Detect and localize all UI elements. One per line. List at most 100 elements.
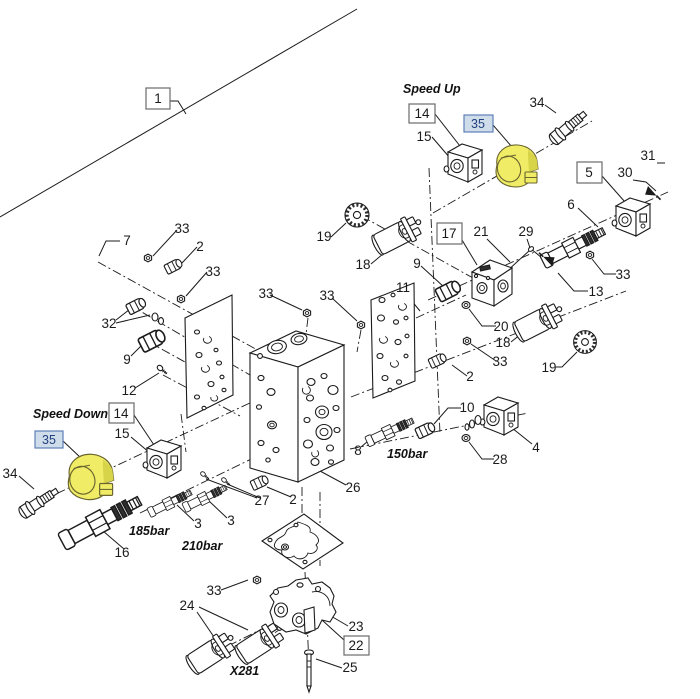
- part-label-33-d: 33: [319, 288, 334, 303]
- part-label-13: 13: [588, 284, 603, 299]
- callout-box-14-a: 14: [408, 103, 436, 124]
- part-label-35: 35: [471, 117, 485, 131]
- part-label-22: 22: [348, 638, 363, 653]
- part-label-34: 34: [529, 95, 545, 110]
- seal-28: [461, 434, 471, 442]
- nut-33-b: [176, 294, 186, 304]
- cartridge-8: [363, 414, 417, 449]
- part-label-9-a: 9: [123, 352, 131, 367]
- part-label-16: 16: [114, 545, 129, 560]
- part-label-24: 24: [179, 598, 195, 613]
- plug-2-d: [427, 351, 449, 370]
- callout-box-22: 22: [343, 635, 370, 656]
- part-label-10: 10: [459, 400, 474, 415]
- part-label-19-c: 19: [541, 360, 556, 375]
- part-label-34-b: 34: [2, 466, 18, 481]
- part-label-27: 27: [254, 493, 269, 508]
- plug-9-a: [136, 326, 169, 354]
- callout-box-5: 5: [576, 161, 603, 184]
- highlighted-cap-35-speed-up: [493, 144, 539, 188]
- part-label-20: 20: [493, 319, 508, 334]
- callout-box-1: 1: [145, 87, 171, 110]
- nut-33-g: [462, 336, 472, 346]
- callout-box-17: 17: [436, 222, 463, 245]
- annotation-150bar: 150bar: [387, 447, 428, 461]
- nut-33-a: [143, 253, 153, 263]
- cylinder-10: [414, 420, 437, 440]
- bolt-34-a: [546, 107, 591, 148]
- part-label-7: 7: [123, 233, 131, 248]
- part-label-3-b: 3: [227, 513, 235, 528]
- bolt-34-b: [15, 483, 62, 522]
- part-label-28: 28: [492, 452, 507, 467]
- connector-5: [611, 197, 651, 237]
- part-label-1: 1: [154, 91, 162, 106]
- part-label-19-a: 19: [316, 229, 331, 244]
- plug-32-a: [124, 295, 148, 316]
- part-label-25: 25: [342, 660, 357, 675]
- part-label-18-a: 18: [355, 257, 370, 272]
- annotation-185bar: 185bar: [129, 524, 170, 538]
- screw-27-a: [199, 470, 211, 481]
- part-label-33-b: 33: [205, 264, 220, 279]
- nut-33-h: [252, 575, 262, 585]
- part-label-15-b: 15: [114, 426, 129, 441]
- part-label-2-d: 2: [466, 369, 474, 384]
- seal-20: [461, 301, 471, 309]
- parts: [15, 107, 665, 693]
- main-valve-block: [248, 330, 346, 483]
- pilot-block-17: [470, 259, 514, 308]
- part-label-2-a: 2: [196, 239, 204, 254]
- nut-33-f: [585, 250, 595, 260]
- knurled-nut-19-a: [343, 201, 371, 229]
- plug-2-c: [249, 473, 271, 492]
- gasket-plate: [261, 513, 344, 570]
- part-label-11: 11: [396, 280, 410, 295]
- hose-line-part1: [0, 8, 358, 218]
- bolt-25: [303, 649, 315, 693]
- callout-box-14-b: 14: [108, 402, 135, 424]
- connector-14-15-speed-up: [443, 143, 483, 183]
- nut-33-d: [356, 320, 366, 330]
- part-label-9-b: 9: [413, 256, 421, 271]
- connector-4-ribs: [464, 414, 482, 431]
- part-label-2-c: 2: [289, 492, 297, 507]
- connector-4: [479, 396, 519, 436]
- part-label-31: 31: [640, 148, 655, 163]
- cartridge-16: [56, 490, 146, 553]
- connector-14-15-speed-down: [142, 439, 182, 479]
- part-label-14-b: 14: [113, 406, 129, 421]
- part-label-14: 14: [414, 106, 430, 121]
- part-label-33-c: 33: [258, 286, 273, 301]
- annotation-speed-up: Speed Up: [403, 82, 461, 96]
- annotation-x281: X281: [229, 664, 259, 678]
- washers-32: [151, 312, 165, 325]
- part-label-15: 15: [416, 129, 431, 144]
- axis-lines: [0, 8, 669, 691]
- part-label-30: 30: [617, 165, 632, 180]
- part-label-23: 23: [348, 619, 363, 634]
- part-label-18-b: 18: [495, 335, 510, 350]
- part-label-33-h: 33: [206, 583, 221, 598]
- part-label-33-g: 33: [492, 354, 507, 369]
- knurled-nut-19-c: [571, 328, 599, 356]
- part-label-33-f: 33: [615, 267, 630, 282]
- part-label-26: 26: [345, 480, 360, 495]
- part-label-12: 12: [121, 383, 136, 398]
- part-label-6: 6: [567, 197, 575, 212]
- part-label-4: 4: [532, 440, 540, 455]
- leader-lines: [18, 100, 665, 669]
- annotation-speed-down: Speed Down: [33, 407, 108, 421]
- end-plate-right: [370, 282, 416, 399]
- part-label-8: 8: [354, 443, 362, 458]
- part-label-21: 21: [473, 224, 488, 239]
- highlight-callout-35-a: 35: [463, 114, 494, 133]
- part-label-3-a: 3: [194, 516, 202, 531]
- part-label-17: 17: [441, 226, 456, 241]
- pilot-valve-body: [269, 577, 337, 635]
- part-label-35-b: 35: [42, 433, 56, 447]
- highlighted-cap-35-speed-down: [65, 453, 115, 501]
- cartridge-3-b: [181, 481, 229, 514]
- part-label-5: 5: [585, 165, 593, 180]
